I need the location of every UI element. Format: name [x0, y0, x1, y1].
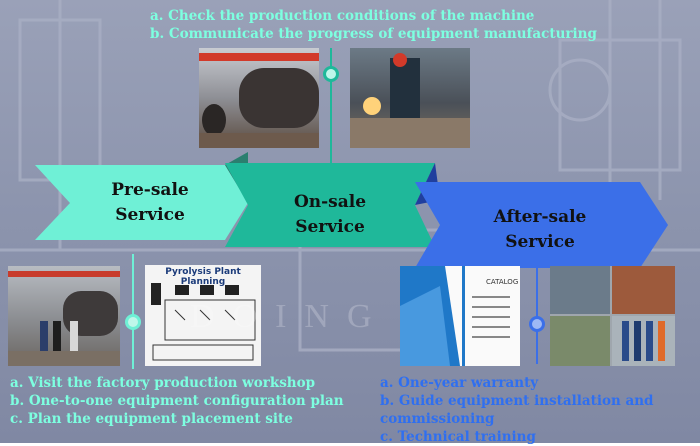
pre-sale-note-c: c. Plan the equipment placement site	[10, 411, 293, 427]
pre-sale-note-a: a. Visit the factory production workshop	[10, 375, 316, 391]
on-sale-note-a: a. Check the production conditions of th…	[150, 8, 535, 24]
on-sale-connector-line	[330, 48, 332, 164]
on-sale-notes: a. Check the production conditions of th…	[150, 7, 597, 43]
after-sale-note-b: b. Guide equipment installation and comm…	[380, 393, 654, 427]
after-sale-notes: a. One-year warranty b. Guide equipment …	[380, 374, 700, 446]
watermark: DOING	[190, 298, 390, 335]
on-sale-label-line2: Service	[295, 217, 365, 237]
on-sale-arrow	[225, 163, 435, 247]
after-sale-label-line1: After-sale	[493, 207, 587, 227]
on-sale-connector-dot	[323, 66, 339, 82]
after-sale-photo-catalog: CATALOG	[400, 266, 520, 366]
on-sale-label-line1: On-sale	[293, 192, 367, 212]
pre-sale-connector-line	[132, 254, 134, 369]
plan-title: Pyrolysis Plant Planning	[165, 267, 241, 287]
pre-sale-note-b: b. One-to-one equipment configuration pl…	[10, 393, 344, 409]
after-sale-note-c: c. Technical training	[380, 429, 536, 445]
on-sale-photo-machine	[199, 48, 319, 148]
pre-sale-label-line1: Pre-sale	[111, 180, 189, 200]
after-sale-note-a: a. One-year warranty	[380, 375, 539, 391]
pre-sale-label: Pre-sale Service	[75, 178, 225, 228]
on-sale-note-b: b. Communicate the progress of equipment…	[150, 26, 597, 42]
on-sale-label: On-sale Service	[255, 190, 405, 240]
after-sale-arrow	[415, 182, 668, 268]
after-sale-label: After-sale Service	[460, 205, 620, 255]
catalog-label: CATALOG	[486, 278, 519, 286]
pre-sale-notes: a. Visit the factory production workshop…	[10, 374, 344, 428]
pre-sale-label-line2: Service	[115, 205, 185, 225]
after-sale-photo-training	[550, 266, 675, 366]
after-sale-label-line2: Service	[505, 232, 575, 252]
pre-sale-connector-dot	[125, 314, 141, 330]
after-sale-connector-dot	[529, 316, 545, 332]
pre-sale-arrow	[35, 165, 248, 240]
pre-sale-photo-plan: Pyrolysis Plant Planning	[145, 265, 261, 366]
pre-sale-photo-workshop	[8, 266, 120, 366]
on-sale-photo-welding	[350, 48, 470, 148]
